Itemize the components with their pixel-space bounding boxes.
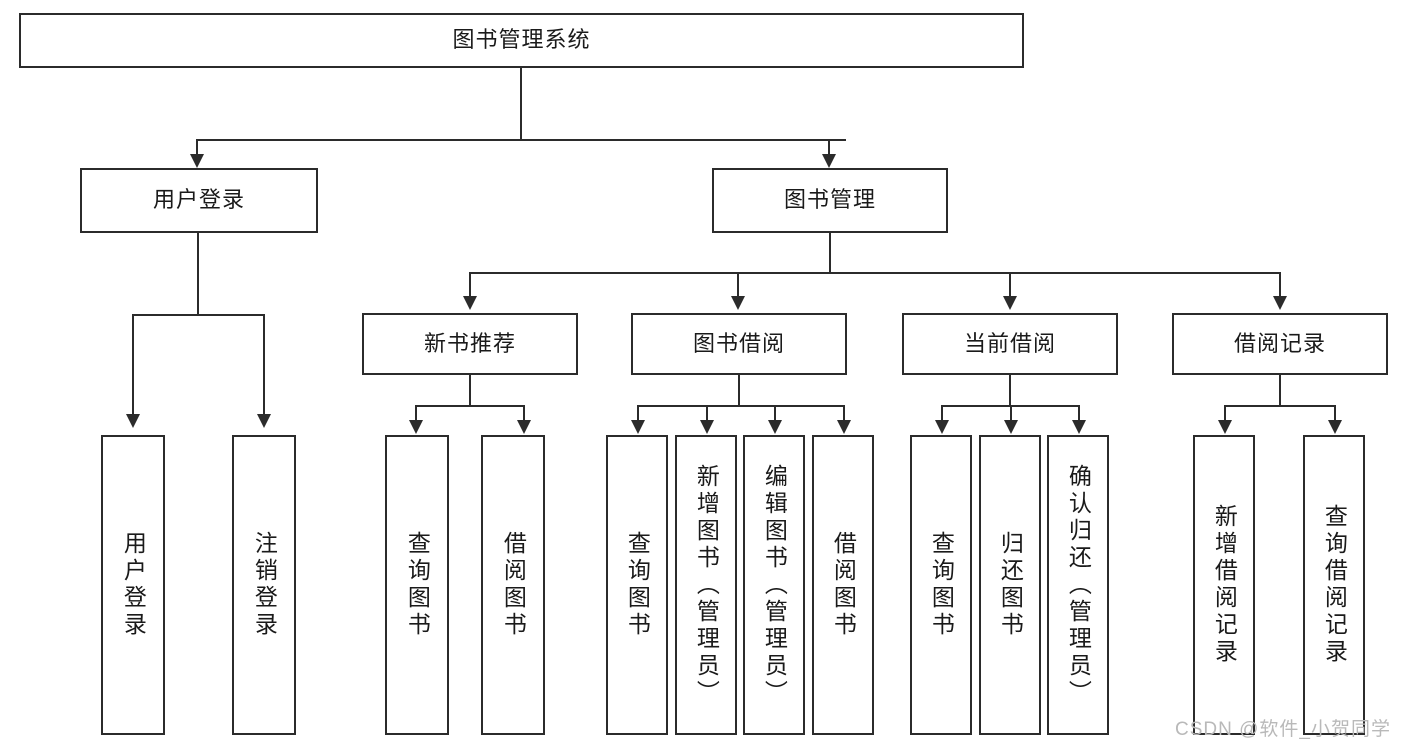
connector-book-manage-bus xyxy=(469,272,1280,274)
connector-borrow-record-stem xyxy=(1279,375,1281,406)
arrowhead-new-book-rec xyxy=(463,296,477,310)
node-borrow-record[interactable]: 借阅记录 xyxy=(1172,313,1388,375)
node-current-borrow[interactable]: 当前借阅 xyxy=(902,313,1118,375)
connector-to-book-borrow xyxy=(737,272,739,302)
connector-borrow-record-leaf-1 xyxy=(1224,405,1226,427)
connector-user-login-to-leaf-2 xyxy=(263,314,265,421)
connector-new-book-rec-bus xyxy=(415,405,525,407)
connector-to-new-book-rec xyxy=(469,272,471,302)
node-user-login[interactable]: 用户登录 xyxy=(80,168,318,233)
connector-root-stem xyxy=(520,68,522,140)
arrowhead-cb-leaf-1 xyxy=(935,420,949,434)
connector-book-borrow-bus xyxy=(637,405,845,407)
connector-borrow-record-bus xyxy=(1224,405,1336,407)
connector-user-login-to-leaf-1 xyxy=(132,314,134,421)
node-book-borrow[interactable]: 图书借阅 xyxy=(631,313,847,375)
connector-book-borrow-stem xyxy=(738,375,740,406)
arrowhead-leaf-logout xyxy=(257,414,271,428)
node-root-book-management-system[interactable]: 图书管理系统 xyxy=(19,13,1024,68)
connector-borrow-record-leaf-2 xyxy=(1334,405,1336,427)
connector-root-to-book-manage xyxy=(828,139,830,161)
leaf-user-login[interactable]: 用户登录 xyxy=(101,435,165,735)
arrowhead-nbr-leaf-2 xyxy=(517,420,531,434)
arrowhead-bb-leaf-2 xyxy=(700,420,714,434)
leaf-confirm-return-admin[interactable]: 确认归还（管理员） xyxy=(1047,435,1109,735)
connector-book-borrow-leaf-2 xyxy=(706,405,708,427)
leaf-logout-login[interactable]: 注销登录 xyxy=(232,435,296,735)
connector-book-borrow-leaf-1 xyxy=(637,405,639,427)
connector-user-login-stem xyxy=(197,233,199,315)
arrowhead-to-book-manage xyxy=(822,154,836,168)
connector-current-borrow-leaf-3 xyxy=(1078,405,1080,427)
arrowhead-book-borrow xyxy=(731,296,745,310)
connector-user-login-bus xyxy=(132,314,264,316)
leaf-borrow-book-new-book-rec[interactable]: 借阅图书 xyxy=(481,435,545,735)
arrowhead-bb-leaf-4 xyxy=(837,420,851,434)
connector-new-book-rec-leaf-1 xyxy=(415,405,417,427)
arrowhead-bb-leaf-1 xyxy=(631,420,645,434)
connector-book-borrow-leaf-3 xyxy=(774,405,776,427)
connector-new-book-rec-stem xyxy=(469,375,471,406)
leaf-query-book-book-borrow[interactable]: 查询图书 xyxy=(606,435,668,735)
connector-book-borrow-leaf-4 xyxy=(843,405,845,427)
arrowhead-current-borrow xyxy=(1003,296,1017,310)
node-book-manage[interactable]: 图书管理 xyxy=(712,168,948,233)
leaf-borrow-book-book-borrow[interactable]: 借阅图书 xyxy=(812,435,874,735)
arrowhead-bb-leaf-3 xyxy=(768,420,782,434)
connector-root-bus xyxy=(196,139,846,141)
connector-root-to-user-login xyxy=(196,139,198,161)
connector-current-borrow-leaf-1 xyxy=(941,405,943,427)
leaf-query-book-new-book-rec[interactable]: 查询图书 xyxy=(385,435,449,735)
connector-new-book-rec-leaf-2 xyxy=(523,405,525,427)
arrowhead-to-user-login xyxy=(190,154,204,168)
connector-current-borrow-leaf-2 xyxy=(1010,405,1012,427)
leaf-add-borrow-record[interactable]: 新增借阅记录 xyxy=(1193,435,1255,735)
connector-to-current-borrow xyxy=(1009,272,1011,302)
node-new-book-recommendation[interactable]: 新书推荐 xyxy=(362,313,578,375)
arrowhead-cb-leaf-2 xyxy=(1004,420,1018,434)
arrowhead-leaf-user-login xyxy=(126,414,140,428)
connector-book-manage-stem xyxy=(829,233,831,273)
leaf-return-book[interactable]: 归还图书 xyxy=(979,435,1041,735)
arrowhead-br-leaf-2 xyxy=(1328,420,1342,434)
leaf-edit-book-admin[interactable]: 编辑图书（管理员） xyxy=(743,435,805,735)
leaf-query-borrow-record[interactable]: 查询借阅记录 xyxy=(1303,435,1365,735)
connector-current-borrow-stem xyxy=(1009,375,1011,406)
leaf-query-book-current-borrow[interactable]: 查询图书 xyxy=(910,435,972,735)
arrowhead-cb-leaf-3 xyxy=(1072,420,1086,434)
arrowhead-nbr-leaf-1 xyxy=(409,420,423,434)
arrowhead-br-leaf-1 xyxy=(1218,420,1232,434)
leaf-add-book-admin[interactable]: 新增图书（管理员） xyxy=(675,435,737,735)
connector-to-borrow-record xyxy=(1279,272,1281,302)
arrowhead-borrow-record xyxy=(1273,296,1287,310)
